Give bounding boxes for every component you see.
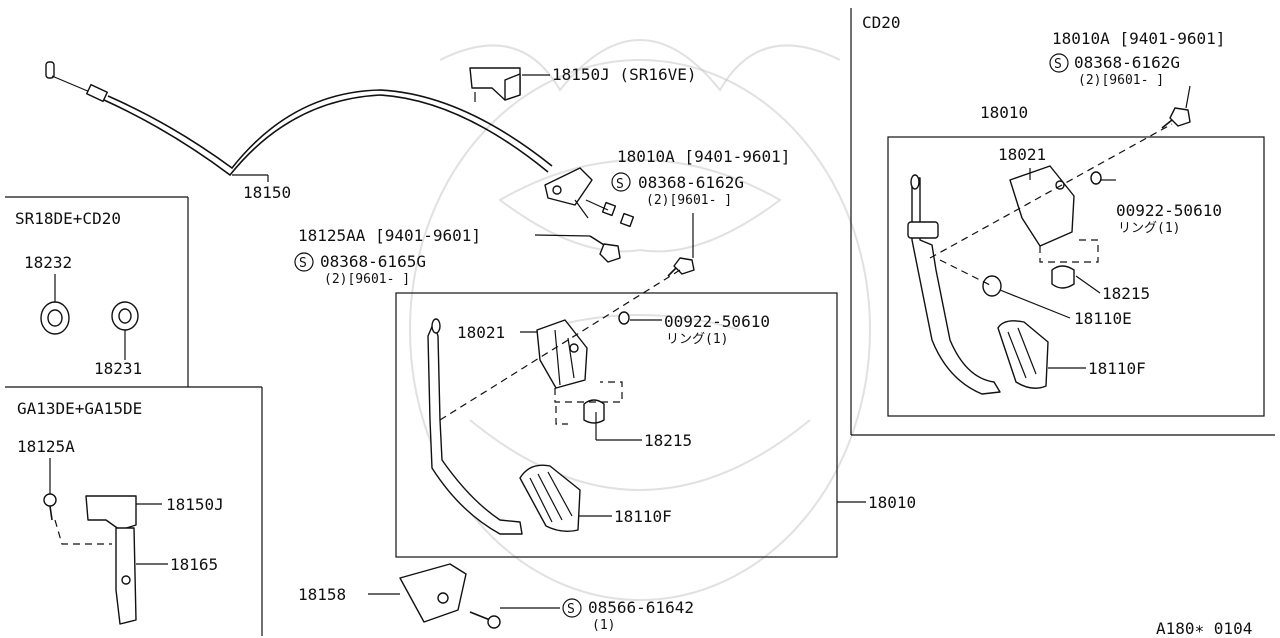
label-cd20-pedal-pad-18110f: 18110F <box>1088 359 1146 378</box>
label-cd20-ring-00922-50610: 00922-50610 <box>1116 201 1222 220</box>
leader-lines <box>49 74 1191 609</box>
label-cd20-screw-08368-6162g: 08368-6162G <box>1074 53 1180 72</box>
label-cd20-bolt-18010a: 18010A [9401-9601] <box>1052 29 1225 48</box>
label-screw-08566-61642-qty: (1) <box>592 618 615 633</box>
bolt-18125aa <box>589 235 621 263</box>
screw-symbol-letter: S <box>299 256 307 271</box>
label-cd20-stopper-18110e: 18110E <box>1074 309 1132 328</box>
screw-symbol-icon <box>611 172 631 192</box>
cd20-box-title: CD20 <box>862 13 901 32</box>
label-screw-08368-6162g: 08368-6162G <box>638 173 744 192</box>
main-labels: 18150J (SR16VE) 18150 18010A [9401-9601]… <box>243 65 1252 638</box>
label-screw-08566-61642: 08566-61642 <box>588 598 694 617</box>
ga-inset-parts <box>43 493 137 625</box>
label-bracket-18150j-sr16ve: 18150J (SR16VE) <box>552 65 697 84</box>
sr18-inset-parts <box>40 301 139 335</box>
screw-symbol-letter: S <box>1054 57 1062 72</box>
label-pedal-pad-18110f: 18110F <box>614 507 672 526</box>
label-cable-18150: 18150 <box>243 183 291 202</box>
pedal-assembly-main <box>427 269 681 535</box>
label-cd20-screw-qty: (2)[9601- ] <box>1078 73 1164 88</box>
label-part-18232: 18232 <box>24 253 72 272</box>
inset-frames <box>5 8 1275 636</box>
ga-labels: GA13DE+GA15DE 18125A 18150J 18165 <box>17 399 224 574</box>
cd20-inset-parts <box>907 107 1191 395</box>
bolt-08368-6162g <box>667 257 695 277</box>
catalog-code: A180∗ 0104 <box>1156 619 1252 638</box>
bracket-18150j-top <box>469 67 521 102</box>
label-screw-08368-6165g: 08368-6165G <box>320 252 426 271</box>
ga-box-title: GA13DE+GA15DE <box>17 399 142 418</box>
sr18-labels: SR18DE+CD20 18232 18231 <box>15 209 142 378</box>
label-cd20-spring-18215: 18215 <box>1102 284 1150 303</box>
cd20-labels: CD20 18010A [9401-9601] S 08368-6162G (2… <box>862 13 1225 378</box>
accelerator-cable <box>45 61 635 228</box>
label-ring-00922-50610: 00922-50610 <box>664 312 770 331</box>
label-screw-08368-6162g-qty: (2)[9601- ] <box>646 193 732 208</box>
screw-symbol-icon <box>294 252 314 272</box>
label-part-18231: 18231 <box>94 359 142 378</box>
sr18-box-title: SR18DE+CD20 <box>15 209 121 228</box>
label-screw-08368-6165g-qty: (2)[9601- ] <box>324 272 410 287</box>
label-cd20-bracket-18021: 18021 <box>998 145 1046 164</box>
stopper-18158 <box>399 563 501 629</box>
label-pedal-assy-18010: 18010 <box>868 493 916 512</box>
label-bracket-18021: 18021 <box>457 323 505 342</box>
label-part-18125a: 18125A <box>17 437 75 456</box>
label-part-18150j: 18150J <box>166 495 224 514</box>
label-part-18165: 18165 <box>170 555 218 574</box>
screw-symbol-letter: S <box>616 177 624 192</box>
label-stopper-18158: 18158 <box>298 585 346 604</box>
label-cd20-pedal-assy-18010: 18010 <box>980 103 1028 122</box>
screw-symbol-icon <box>1049 53 1069 73</box>
label-cd20-ring-name: リング(1) <box>1118 221 1180 236</box>
label-bolt-18010a: 18010A [9401-9601] <box>617 147 790 166</box>
screw-symbol-icon <box>562 598 582 618</box>
label-spring-18215: 18215 <box>644 431 692 450</box>
label-bolt-18125aa: 18125AA [9401-9601] <box>298 226 481 245</box>
label-ring-name: リング(1) <box>666 332 728 347</box>
screw-symbol-letter: S <box>567 602 575 617</box>
